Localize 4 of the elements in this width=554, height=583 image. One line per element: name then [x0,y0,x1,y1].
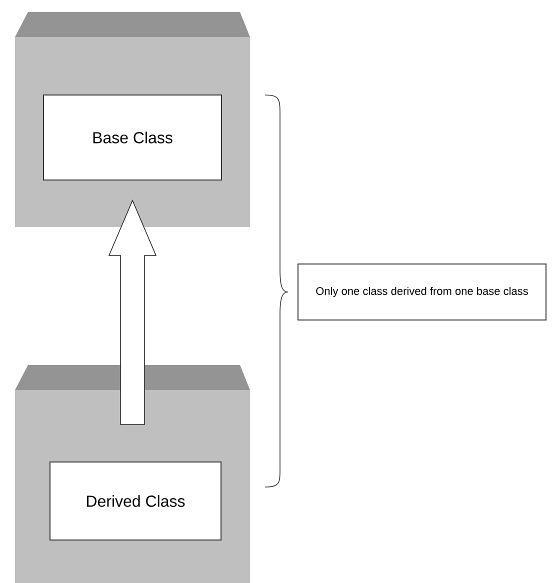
class-box: Base Class [43,94,222,180]
block-arrow [108,199,157,425]
note-box: Only one class derived from one base class [298,264,546,320]
class-box: Derived Class [50,462,222,540]
